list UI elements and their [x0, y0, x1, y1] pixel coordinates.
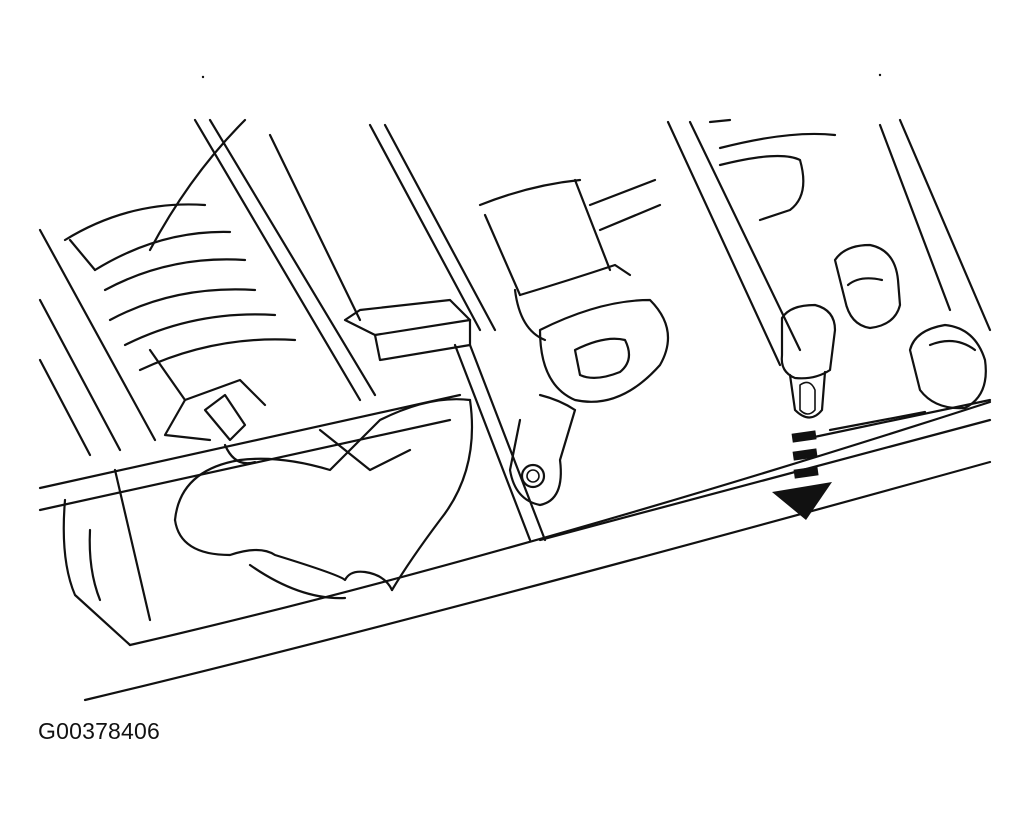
- pan-edge-lines: [38, 393, 992, 702]
- case-housing: [38, 228, 157, 647]
- figure-id-label: G00378406: [38, 718, 161, 744]
- middle-solenoid: [478, 178, 670, 507]
- left-solenoid: [63, 118, 377, 442]
- dashed-down-arrow-icon: [772, 430, 832, 520]
- stray-marks: [201, 73, 882, 79]
- pan-pocket: [173, 398, 474, 600]
- right-valve-body: [538, 118, 992, 542]
- center-connector-block: [268, 123, 547, 542]
